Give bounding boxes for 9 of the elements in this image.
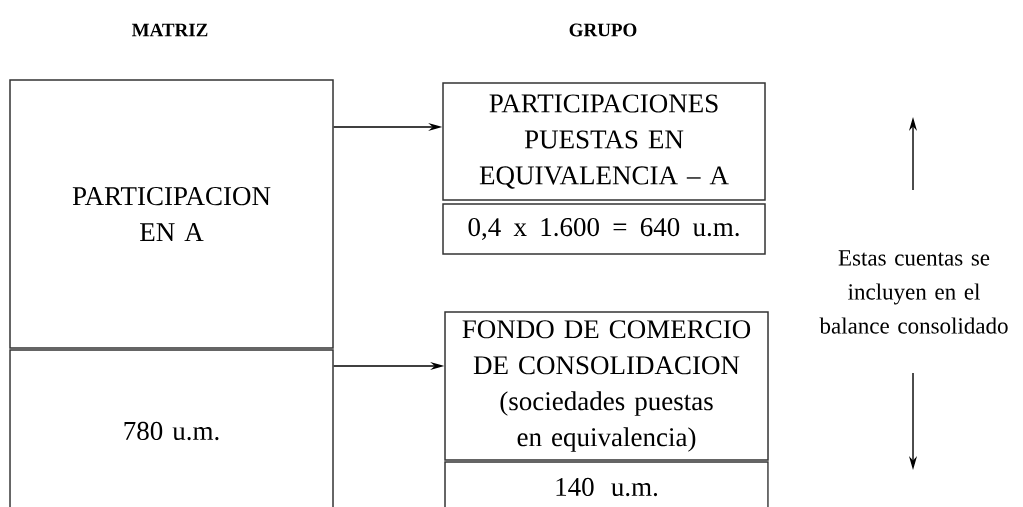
value-box: 0,4 x 1.600 = 640 u.m.: [442, 203, 766, 255]
column-heading: GRUPO: [569, 23, 637, 37]
account-box: PARTICIPACION EN A: [9, 79, 334, 349]
value-box: 140 u.m.: [444, 461, 769, 507]
column-heading: MATRIZ: [132, 23, 208, 37]
value-box: 780 u.m.: [9, 349, 334, 507]
note-text: Estas cuentas se incluyen en el balance consolidado: [819, 250, 1008, 334]
account-box: PARTICIPACIONES PUESTAS EN EQUIVALENCIA – A: [442, 82, 766, 201]
account-box: FONDO DE COMERCIO DE CONSOLIDACION (sociedades puestas en equivalencia): [444, 311, 769, 461]
